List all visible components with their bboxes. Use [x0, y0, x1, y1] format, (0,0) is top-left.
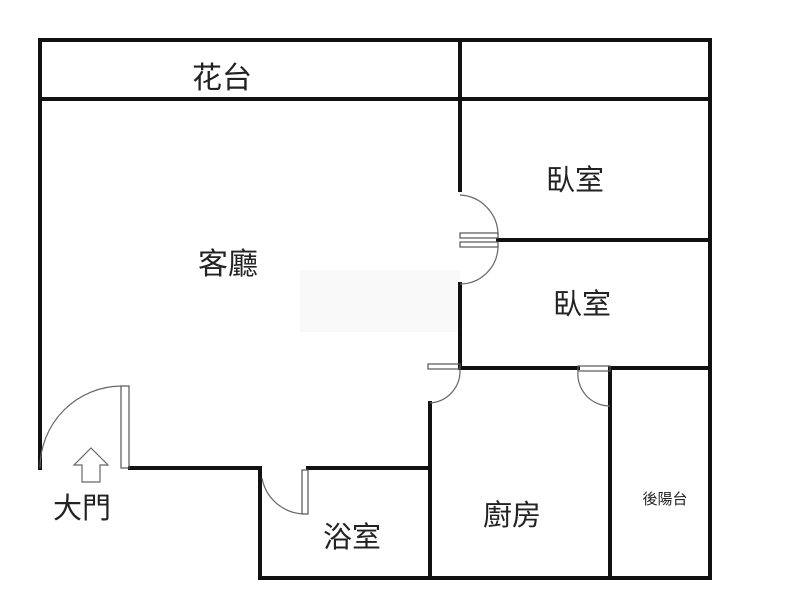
- room-label-bedroom-1: 臥室: [546, 163, 604, 197]
- room-label-main-door: 大門: [53, 491, 111, 525]
- room-label-balcony-front: 花台: [192, 61, 252, 96]
- watermark-block: [300, 270, 460, 332]
- room-label-living-room: 客廳: [198, 247, 258, 282]
- main-door-leaf: [120, 385, 130, 469]
- bathroom-door-leaf: [301, 469, 309, 515]
- room-label-kitchen: 廚房: [483, 498, 541, 532]
- room-label-bedroom-2: 臥室: [553, 287, 611, 321]
- bedroom1-door-swing: [459, 194, 499, 236]
- kitchen-door-swing: [429, 369, 461, 404]
- room-label-bathroom: 浴室: [323, 520, 381, 554]
- main-door-swing: [39, 385, 122, 469]
- bedroom2-door-swing: [459, 246, 499, 285]
- bedroom2-door-leaf: [459, 241, 499, 248]
- back-balcony-door-swing: [577, 370, 611, 407]
- kitchen-door-leaf: [427, 363, 461, 370]
- back-balcony-door-leaf: [577, 365, 611, 372]
- bathroom-door-swing: [261, 477, 305, 515]
- doors: [39, 194, 611, 515]
- up-arrow-icon: [72, 447, 110, 483]
- walls: [38, 38, 712, 580]
- bedroom1-door-leaf: [459, 232, 499, 239]
- room-label-back-balcony: 後陽台: [642, 490, 687, 508]
